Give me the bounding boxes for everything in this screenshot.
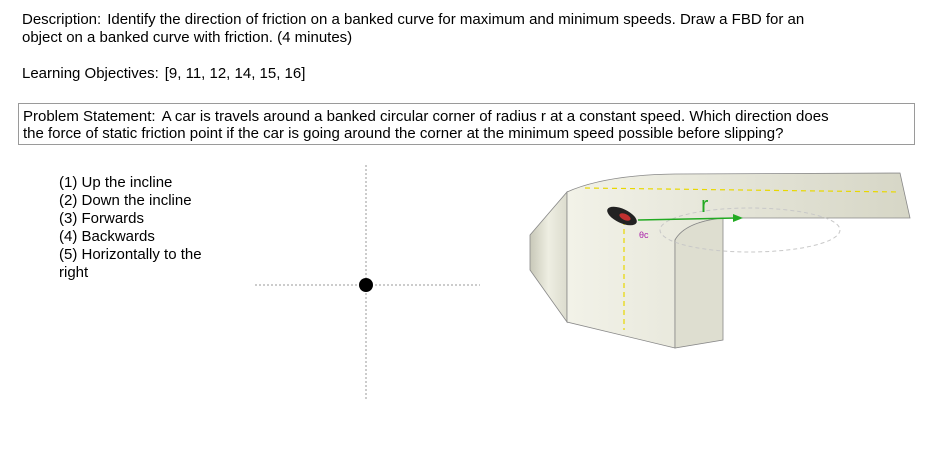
objectives-text: [9, 11, 12, 14, 15, 16] bbox=[164, 65, 306, 82]
choice-5-cont: right bbox=[59, 264, 89, 281]
problem-text-1: A car is travels around a banked circula… bbox=[161, 108, 829, 125]
description-line-2: object on a banked curve with friction. … bbox=[22, 29, 352, 47]
answer-choices: (1) Up the incline (2) Down the incline … bbox=[59, 174, 202, 282]
description-label: Description: bbox=[22, 11, 102, 28]
radius-arrowhead bbox=[733, 214, 743, 222]
problem-label: Problem Statement: bbox=[23, 108, 156, 125]
description-text-2: object on a banked curve with friction. … bbox=[22, 29, 353, 46]
curve-left-wall bbox=[529, 190, 568, 324]
choice-1: (1) Up the incline bbox=[59, 174, 173, 191]
curve-guide-top bbox=[584, 187, 901, 193]
objectives-label: Learning Objectives: bbox=[22, 65, 159, 82]
radius-label: r bbox=[701, 192, 708, 217]
car-icon bbox=[607, 206, 637, 226]
description-line-1: Description: Identify the direction of fr… bbox=[22, 11, 804, 29]
banked-curve-diagram: r θc bbox=[529, 172, 911, 349]
problem-statement-box: Problem Statement: A car is travels aroun… bbox=[18, 103, 915, 145]
fbd-point-mass bbox=[359, 278, 373, 292]
curve-circular-path bbox=[659, 207, 841, 253]
choice-4: (4) Backwards bbox=[59, 228, 155, 245]
angle-label: θc bbox=[639, 230, 649, 240]
choice-5: (5) Horizontally to the bbox=[59, 246, 202, 263]
curve-banked-surface bbox=[566, 172, 911, 349]
objectives-line: Learning Objectives: [9, 11, 12, 14, 15, … bbox=[22, 65, 305, 83]
choice-2: (2) Down the incline bbox=[59, 192, 192, 209]
curve-front-wall bbox=[674, 217, 724, 349]
problem-line-1: Problem Statement: A car is travels aroun… bbox=[23, 108, 914, 125]
description-text-1: Identify the direction of friction on a … bbox=[107, 11, 805, 28]
choice-3: (3) Forwards bbox=[59, 210, 145, 227]
problem-line-2: the force of static friction point if th… bbox=[23, 125, 784, 142]
fbd-axes bbox=[255, 165, 480, 400]
radius-arrow bbox=[637, 217, 738, 221]
